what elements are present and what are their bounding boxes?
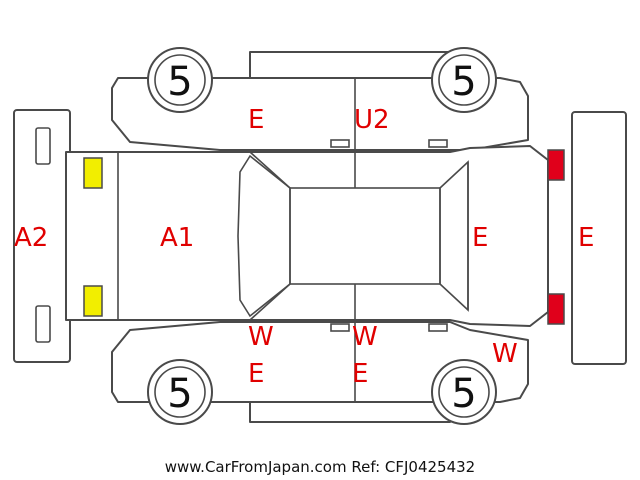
mark-hood: A1 [160, 223, 194, 253]
door-handle-top-front [428, 139, 448, 148]
mark-front-left-door: E [248, 105, 264, 135]
mark-rear-right-door-top: W [352, 322, 378, 352]
tyre-top-right-inner [438, 54, 490, 106]
front-light-bottom [547, 293, 565, 325]
tyre-bottom-left-inner [154, 366, 206, 418]
tyre-top-left-inner [154, 54, 206, 106]
mark-rear-left-door: U2 [354, 105, 390, 135]
tyre-bottom-left-grade: 5 [167, 371, 192, 417]
door-handle-bottom-front [428, 323, 448, 332]
tyre-bottom-left [147, 359, 213, 425]
mark-rear-bumper: A2 [14, 223, 48, 253]
tyre-bottom-right-grade: 5 [451, 371, 476, 417]
tyre-bottom-right [431, 359, 497, 425]
front-bumper [571, 111, 627, 365]
rear-bumper-slot-top [35, 127, 51, 165]
rear-bumper-slot-bottom [35, 305, 51, 343]
tyre-top-right-grade: 5 [451, 59, 476, 105]
tyre-top-right [431, 47, 497, 113]
mark-windscreen-side: E [472, 223, 488, 253]
tyre-bottom-right-inner [438, 366, 490, 418]
pillar-rear-bottom [249, 283, 291, 321]
door-handle-top-rear [330, 139, 350, 148]
pillar-rear-top [249, 151, 291, 189]
tyre-top-left-grade: 5 [167, 59, 192, 105]
rear-light-top [83, 157, 103, 189]
door-handle-bottom-rear [330, 323, 350, 332]
tyre-top-left [147, 47, 213, 113]
rear-light-bottom [83, 285, 103, 317]
mark-front-bumper: E [578, 223, 594, 253]
footer-reference: www.CarFromJapan.com Ref: CFJ0425432 [165, 458, 475, 476]
mark-right-front-corner: W [492, 339, 518, 369]
mark-front-right-door-bottom: E [248, 359, 264, 389]
roof-strip-top [249, 51, 451, 79]
front-light-top [547, 149, 565, 181]
mark-rear-right-door-bottom: E [352, 359, 368, 389]
mark-front-right-door-top: W [248, 322, 274, 352]
